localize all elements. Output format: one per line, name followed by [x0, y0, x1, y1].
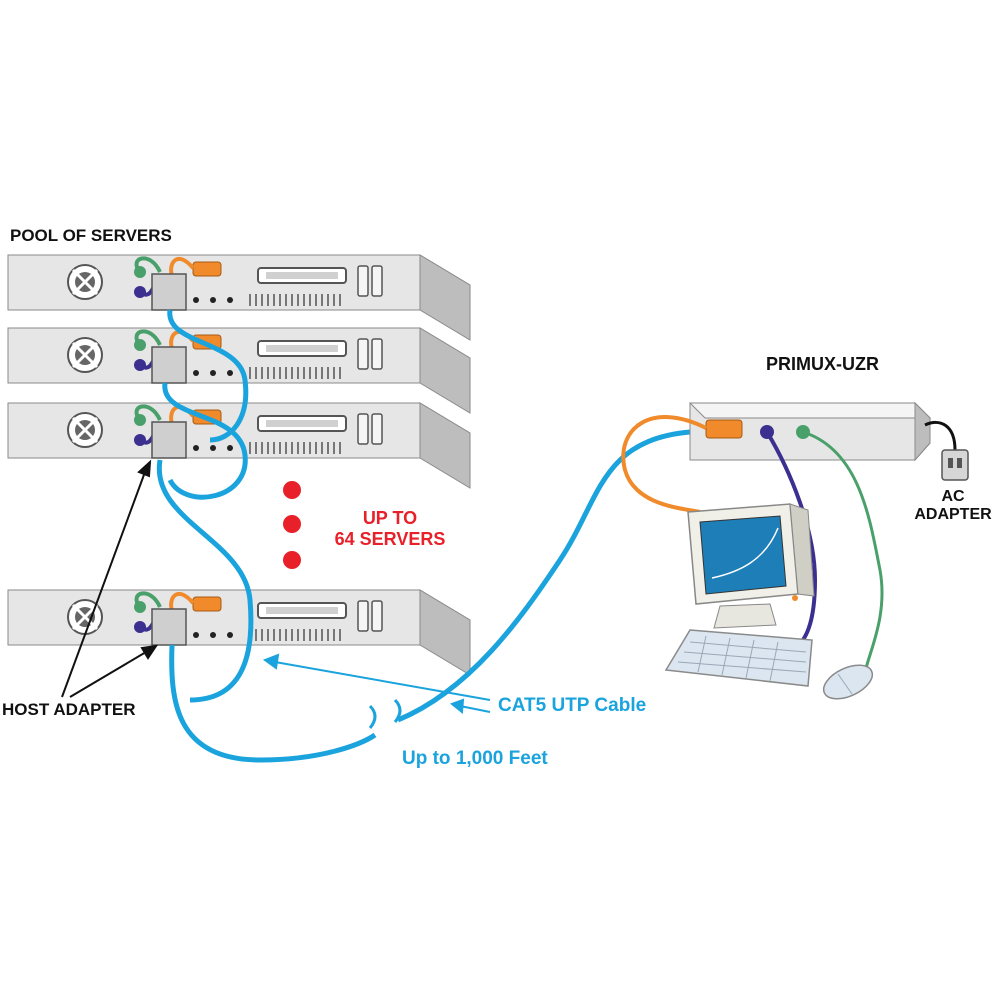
up-to-servers-label: UP TO 64 SERVERS [320, 508, 460, 550]
cat5-cable [397, 429, 691, 723]
mouse-cable [802, 430, 884, 673]
distance-label: Up to 1,000 Feet [402, 748, 548, 769]
kvm-switch-icon [688, 401, 932, 462]
mouse-icon [822, 664, 874, 700]
more-servers-dot [283, 481, 301, 499]
server-unit-icon [6, 326, 472, 415]
keyboard-icon [664, 629, 813, 687]
server-unit-icon [6, 401, 472, 490]
cable-pointer-arrows [262, 653, 491, 714]
power-cable [924, 420, 957, 451]
monitor-icon [687, 503, 815, 629]
ac-adapter-label: AC ADAPTER [906, 488, 1000, 524]
host-adapter-arrows [61, 459, 159, 698]
keyboard-cable [765, 430, 818, 652]
cat5-loops [156, 309, 377, 763]
more-servers-dot [283, 515, 301, 533]
pool-of-servers-label: POOL OF SERVERS [10, 226, 172, 245]
ac-adapter-line1: AC [941, 488, 965, 505]
cat5-cable-label: CAT5 UTP Cable [498, 695, 647, 716]
server-unit-icon [6, 588, 472, 677]
more-servers-dot [283, 551, 301, 569]
video-cable [621, 415, 707, 514]
up-to-servers-line1: UP TO [362, 508, 418, 528]
host-adapter-label: HOST ADAPTER [2, 700, 136, 719]
power-plug-icon [941, 449, 969, 481]
server-unit-icon [6, 253, 472, 342]
up-to-servers-line2: 64 SERVERS [334, 529, 446, 549]
ac-adapter-line2: ADAPTER [914, 506, 992, 523]
primux-uzr-label: PRIMUX-UZR [766, 354, 879, 374]
